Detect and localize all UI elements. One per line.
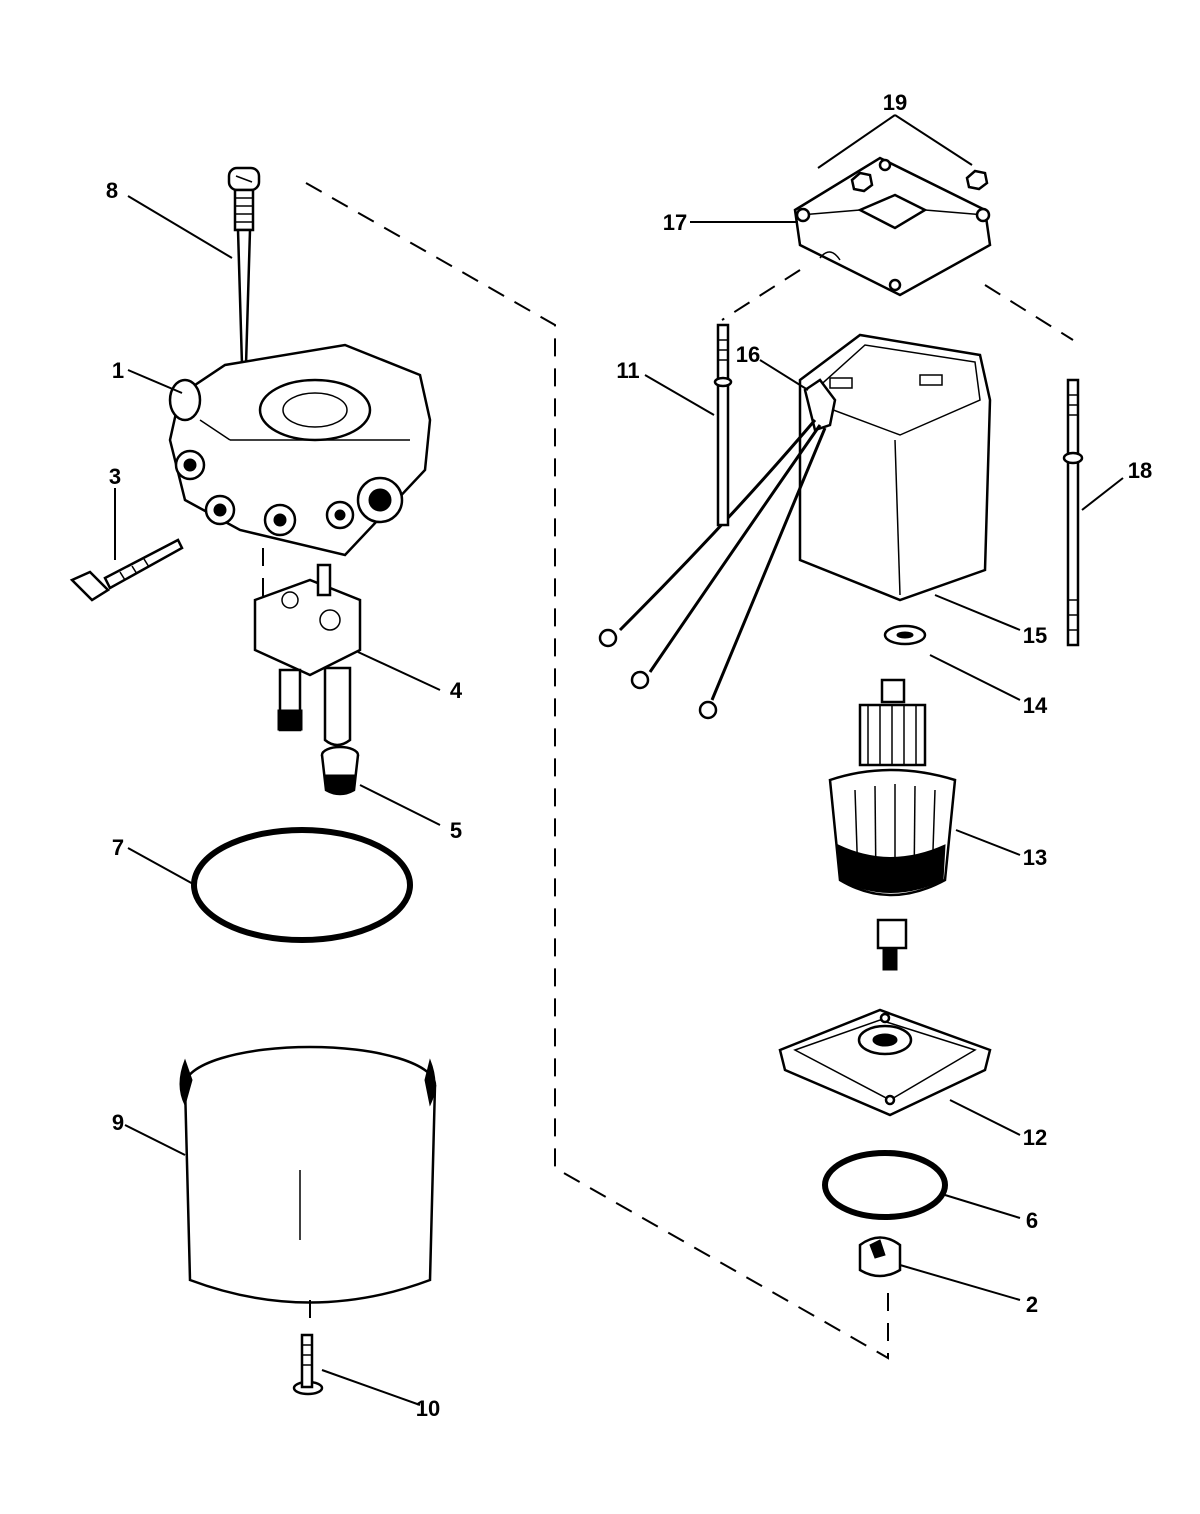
callout-12: 12 bbox=[1023, 1125, 1047, 1150]
callout-2: 2 bbox=[1026, 1292, 1038, 1317]
callout-18: 18 bbox=[1128, 458, 1152, 483]
callout-11: 11 bbox=[616, 358, 639, 383]
part-6-o-ring bbox=[822, 1150, 948, 1220]
part-5-bushing bbox=[320, 745, 360, 796]
part-9-reservoir bbox=[179, 1045, 437, 1304]
callout-14: 14 bbox=[1023, 693, 1048, 718]
part-3-valve-stem bbox=[69, 538, 184, 602]
callout-10: 10 bbox=[416, 1396, 440, 1421]
part-4-pump-cartridge bbox=[253, 548, 362, 747]
part-18-through-bolt bbox=[984, 284, 1084, 647]
leader-lines bbox=[114, 114, 1124, 1406]
callout-17: 17 bbox=[663, 210, 687, 235]
motor-lead-wires bbox=[598, 419, 827, 720]
part-2-coupler bbox=[858, 1236, 902, 1278]
part-14-washer bbox=[883, 624, 927, 646]
callout-9: 9 bbox=[112, 1110, 124, 1135]
callout-8: 8 bbox=[106, 178, 118, 203]
callout-5: 5 bbox=[450, 818, 462, 843]
assembly-boundary-dashed-line bbox=[305, 182, 889, 1360]
part-7-o-ring bbox=[191, 827, 413, 943]
part-12-end-plate bbox=[778, 1008, 992, 1117]
callout-16: 16 bbox=[736, 342, 760, 367]
callout-labels: 8 1 3 4 5 7 9 10 11 16 17 19 18 15 14 13… bbox=[106, 90, 1152, 1421]
part-8-fill-screw bbox=[227, 166, 261, 367]
part-17-end-cap bbox=[793, 156, 992, 297]
part-13-armature bbox=[828, 678, 957, 971]
callout-4: 4 bbox=[450, 678, 463, 703]
callout-15: 15 bbox=[1023, 623, 1047, 648]
callout-13: 13 bbox=[1023, 845, 1047, 870]
part-19-nuts bbox=[850, 169, 989, 193]
part-15-motor-frame bbox=[798, 333, 992, 602]
callout-1: 1 bbox=[112, 358, 124, 383]
callout-6: 6 bbox=[1026, 1208, 1038, 1233]
part-11-through-bolt bbox=[713, 269, 801, 527]
callout-7: 7 bbox=[112, 835, 124, 860]
callout-19: 19 bbox=[883, 90, 907, 115]
part-10-screw bbox=[292, 1300, 324, 1396]
part-1-pump-body bbox=[168, 343, 432, 557]
callout-3: 3 bbox=[109, 464, 121, 489]
